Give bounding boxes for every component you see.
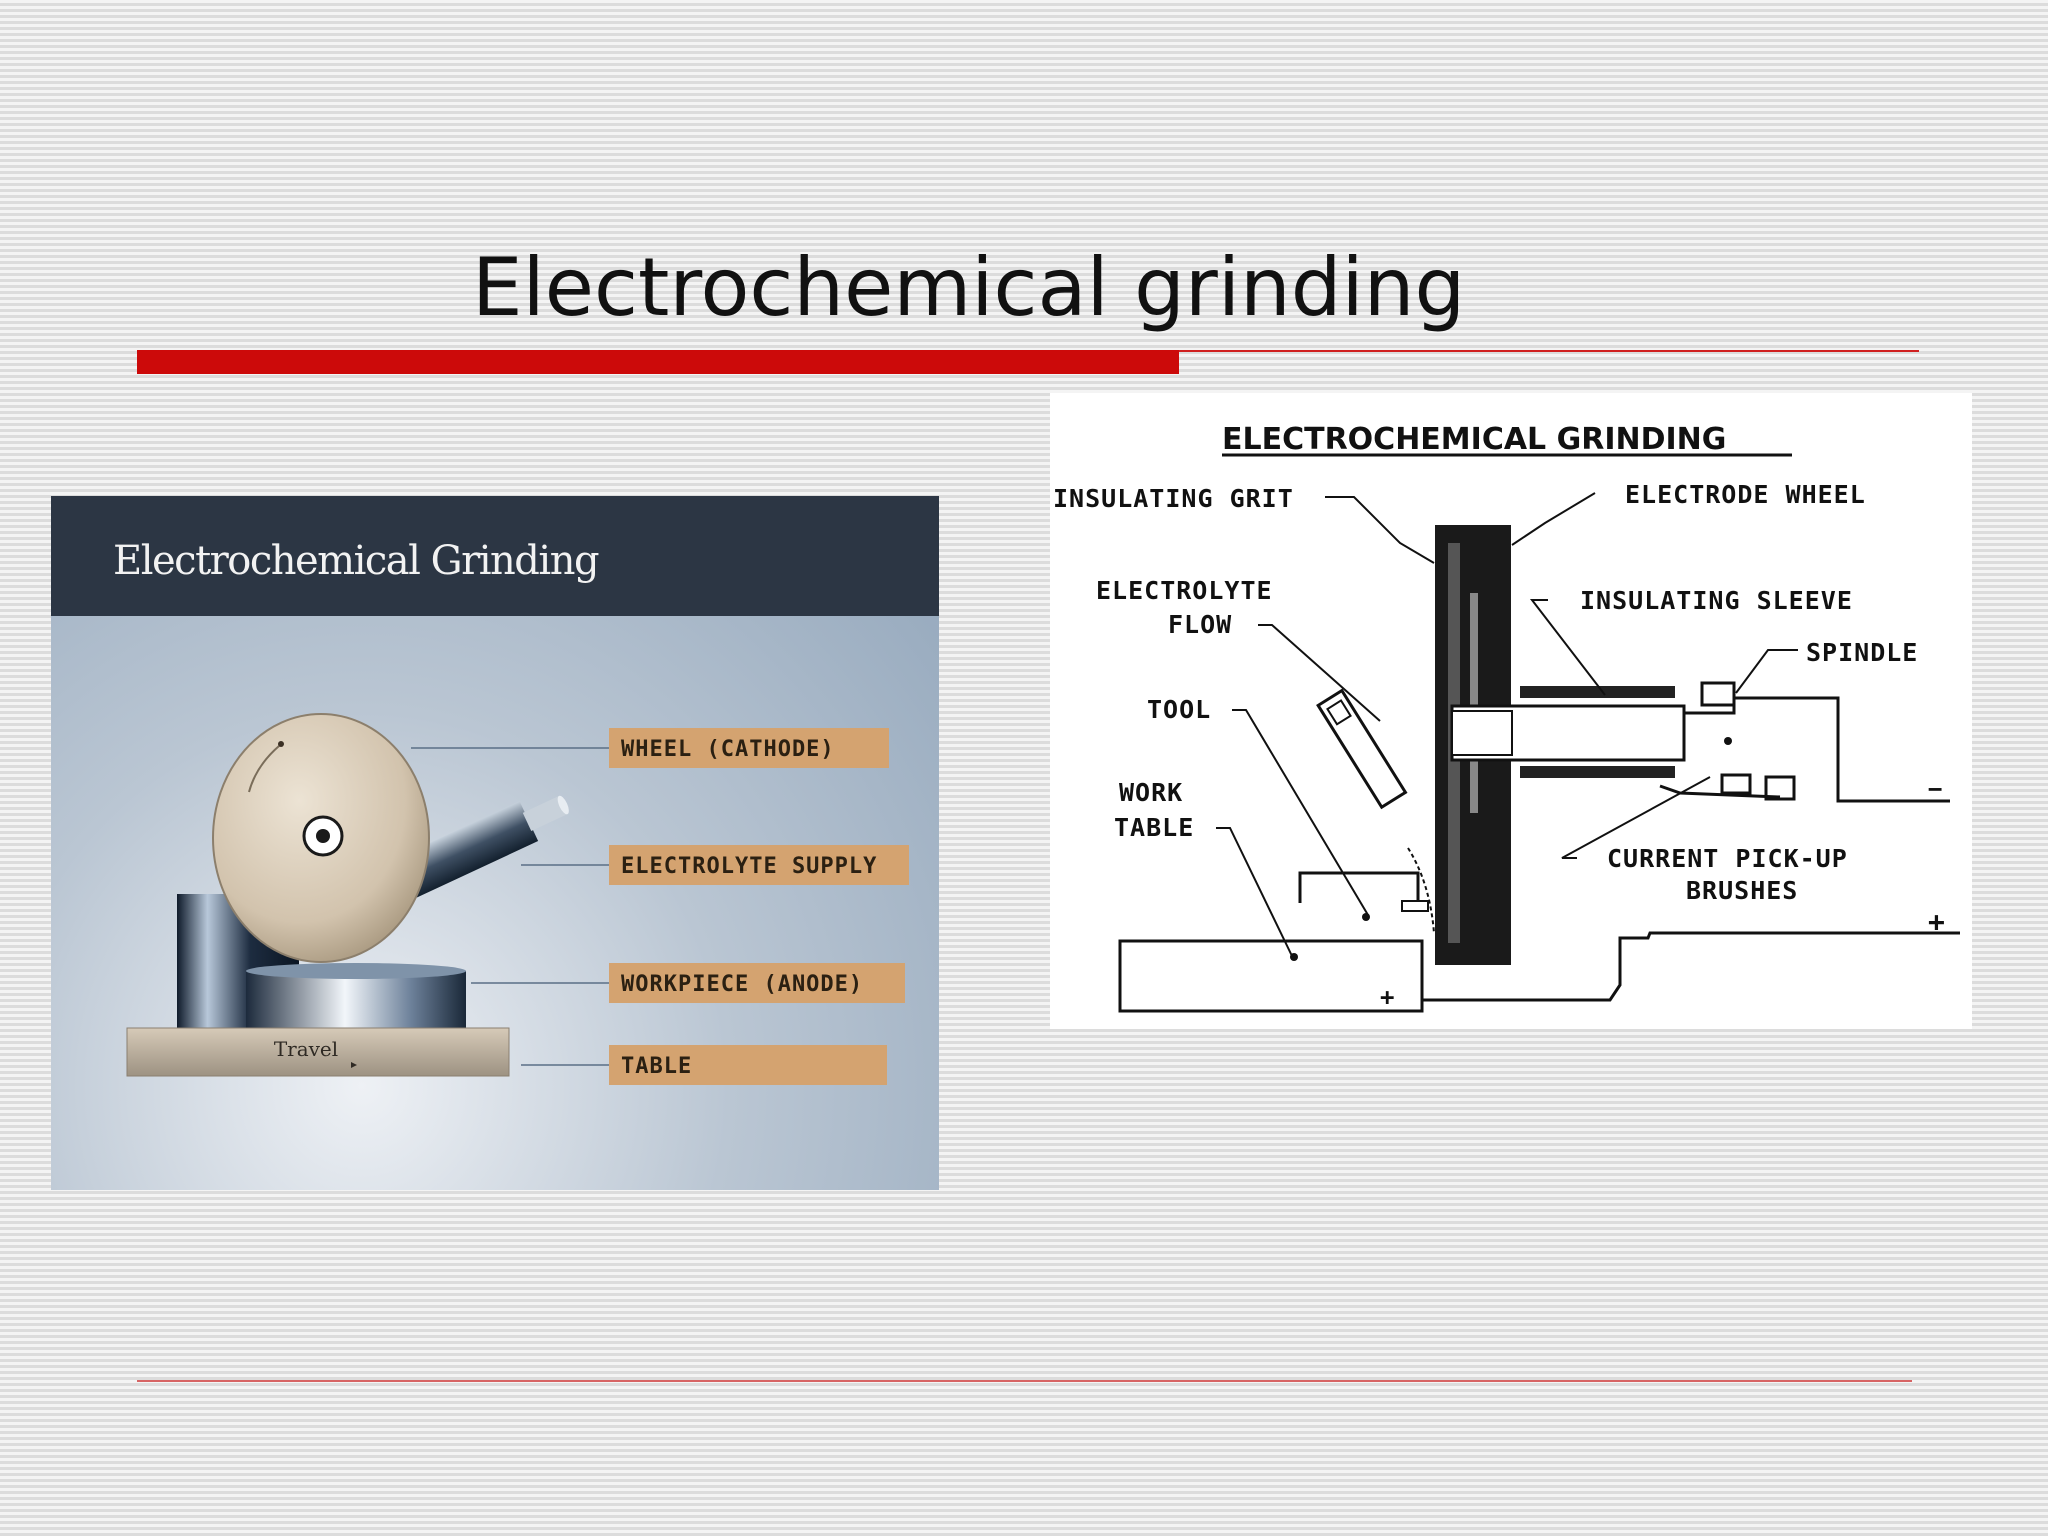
electrolyte-nozzle bbox=[392, 795, 569, 901]
left-figure: Electrochemical Grinding bbox=[51, 496, 939, 1190]
right-figure-drawing: ELECTROCHEMICAL GRINDING bbox=[1053, 422, 1960, 1013]
left-figure-drawing: Travel WHEEL (CATHODE) ELECTROLYTE SUPPL… bbox=[126, 713, 909, 1085]
tool-workpiece bbox=[1298, 871, 1420, 903]
workpiece-label-box bbox=[609, 963, 905, 1003]
tool-label: TOOL bbox=[1147, 695, 1211, 724]
insulating-sleeve bbox=[1520, 686, 1675, 698]
wheel-label: WHEEL (CATHODE) bbox=[621, 737, 835, 762]
table-label-diagram: TABLE bbox=[1114, 813, 1194, 842]
table-slab bbox=[126, 1027, 510, 1077]
electrolyte-label-box bbox=[609, 845, 909, 885]
electrolyte-label-line2: FLOW bbox=[1168, 610, 1232, 639]
left-figure-header: Electrochemical Grinding bbox=[51, 496, 939, 616]
right-figure-title: ELECTROCHEMICAL GRINDING bbox=[1222, 422, 1726, 457]
title-underline-bar bbox=[137, 350, 1179, 374]
title-underline-thin bbox=[1179, 350, 1919, 352]
work-label: WORK bbox=[1119, 778, 1183, 807]
electrolyte-label: ELECTROLYTE SUPPLY bbox=[621, 854, 877, 879]
wheel-label-box bbox=[609, 728, 889, 768]
electrolyte-nozzle-diagram bbox=[1316, 688, 1408, 810]
plus-terminal-right: + bbox=[1928, 905, 1946, 938]
electrolyte-label-line1: ELECTROLYTE bbox=[1096, 576, 1273, 605]
plus-terminal-bottom: + bbox=[1380, 983, 1395, 1011]
travel-caption: Travel bbox=[274, 1037, 338, 1061]
left-figure-title: Electrochemical Grinding bbox=[113, 538, 600, 584]
work-table bbox=[1118, 939, 1424, 1013]
workpiece-label: WORKPIECE (ANODE) bbox=[621, 972, 863, 997]
table-label-box bbox=[609, 1045, 887, 1085]
workpiece-ring bbox=[246, 971, 466, 1028]
footer-divider bbox=[137, 1380, 1912, 1382]
minus-terminal: − bbox=[1928, 775, 1943, 803]
current-pickup-label-line2: BRUSHES bbox=[1686, 876, 1798, 905]
right-figure: ELECTROCHEMICAL GRINDING bbox=[1050, 393, 1972, 1029]
current-pickup-label-line1: CURRENT PICK-UP bbox=[1607, 844, 1848, 873]
slide-title: Electrochemical grinding bbox=[472, 241, 1466, 334]
spindle-label: SPINDLE bbox=[1806, 638, 1918, 667]
electrode-wheel-label: ELECTRODE WHEEL bbox=[1625, 480, 1866, 509]
insulating-sleeve-label: INSULATING SLEEVE bbox=[1580, 586, 1853, 615]
insulating-grit-label: INSULATING GRIT bbox=[1053, 484, 1294, 513]
table-label: TABLE bbox=[621, 1054, 692, 1079]
